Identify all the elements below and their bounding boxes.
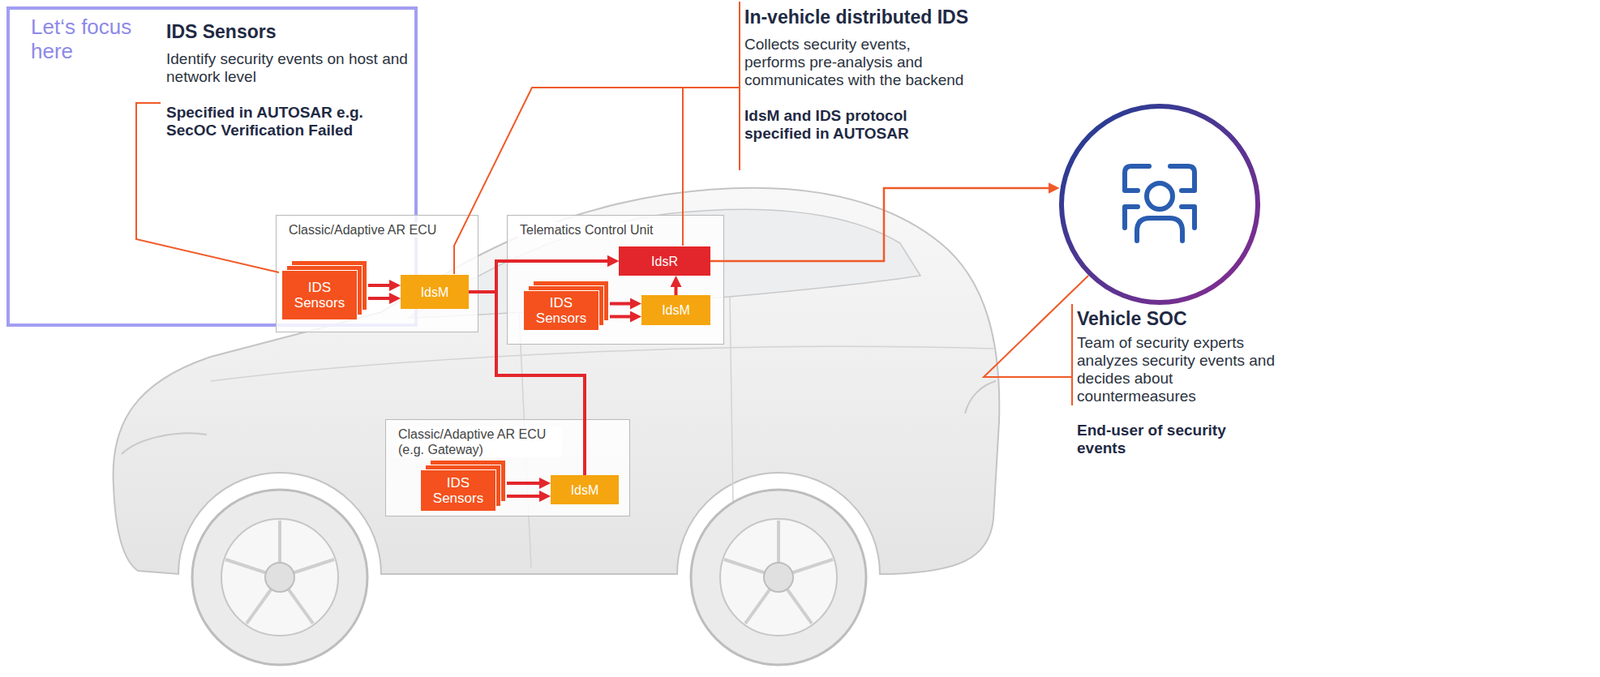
connector-line [506, 481, 545, 485]
analyst-icon [1124, 166, 1195, 241]
idsm-box: IdsM [550, 475, 619, 505]
node-title: IdsM [420, 284, 450, 301]
node-title: IdsR [651, 253, 678, 270]
node-title: IdsM [661, 302, 691, 318]
node-body: End-user of security events [1076, 421, 1276, 458]
soc-text-group: Vehicle SOC Team of security experts anal… [1076, 308, 1276, 458]
car-wheel [192, 489, 368, 665]
node-title: IDS Sensors [424, 475, 493, 507]
node-title: IdsM [570, 482, 600, 498]
icon-stroke [1136, 218, 1183, 241]
idsm-box: IdsM [400, 274, 469, 309]
callout-block: IDS SensorsIdentify security events on h… [166, 21, 410, 140]
connector-line [506, 494, 545, 498]
idsm-box: IdsM [641, 295, 711, 326]
ecu-box: Classic/Adaptive AR ECU IDS Sensors IdsM [275, 214, 479, 333]
wheel-hub [265, 562, 295, 592]
soc-ring [1061, 106, 1258, 303]
node-title: Classic/Adaptive AR ECU [287, 222, 438, 238]
icon-head [1146, 183, 1173, 210]
signal-connector [368, 285, 395, 299]
leader-line [983, 275, 1089, 378]
node-body: Team of security experts analyzes securi… [1076, 334, 1276, 406]
callout-text: IdsM and IDS protocol specified in AUTOS… [744, 107, 976, 143]
wheel-spokes [724, 520, 833, 624]
gateway-box: Classic/Adaptive AR ECU (e.g. Gateway) ID… [385, 419, 631, 517]
connector-line [368, 296, 395, 301]
icon-stroke [1124, 166, 1150, 191]
wheel-tyre [690, 489, 867, 665]
callout-block: In-vehicle distributed IDS Collects secur… [744, 6, 976, 143]
connector-line [496, 261, 614, 476]
callout-heading: IDS Sensors [166, 21, 410, 43]
signal-connector [609, 304, 636, 318]
callout-text: Collects security events, performs pre-a… [744, 35, 976, 90]
wheel-rim [221, 519, 339, 636]
signal-connector [468, 261, 614, 292]
connector-line [609, 302, 636, 306]
leader-line [738, 1, 741, 171]
idsr-box: IdsR [618, 246, 711, 276]
car-headlight [121, 433, 207, 455]
soc-circle: Vehicle SOCTeam of security experts anal… [1058, 102, 1262, 306]
connector-line [368, 283, 395, 288]
ids-sensor-stack: IDS Sensors [282, 270, 357, 320]
connector-line [710, 188, 1055, 262]
node-title: IDS Sensors [527, 295, 596, 327]
callout-heading: In-vehicle distributed IDS [744, 6, 976, 29]
signal-connector [710, 188, 1055, 262]
wheel-hub [763, 562, 794, 592]
connector-line [674, 281, 678, 296]
node-title: Let‘s focus here [30, 14, 153, 64]
node-title: IDS Sensors [285, 279, 354, 311]
leader-line [454, 87, 740, 275]
wheel-tyre [192, 489, 368, 665]
car-taillight [965, 381, 996, 414]
tcu-box: Telematics Control UnitIdsR IDS Sensors Id… [506, 214, 725, 345]
node-title: Vehicle SOC [1076, 308, 1276, 331]
ids-sensor-stack: IDS Sensors [420, 470, 496, 511]
callout-text: Specified in AUTOSAR e.g. SecOC Verifica… [166, 103, 410, 140]
car-wheel [690, 489, 867, 665]
wheel-rim [720, 519, 837, 636]
signal-connector [506, 483, 545, 497]
ids-sensor-stack: IDS Sensors [523, 291, 599, 331]
leader-line [1071, 304, 1073, 406]
node-title: Telematics Control Unit [518, 222, 656, 238]
leader-line [136, 102, 279, 273]
signal-connector [496, 261, 614, 476]
callout-text: Identify security events on host and net… [166, 50, 410, 86]
signal-connector [675, 281, 677, 296]
wheel-spokes [225, 520, 335, 624]
leader-line [682, 87, 684, 246]
connector-line [468, 261, 614, 292]
connector-line [609, 315, 636, 319]
icon-stroke [1170, 166, 1195, 191]
soc-circle-shape [1058, 102, 1262, 306]
node-title: Classic/Adaptive AR ECU (e.g. Gateway) [396, 426, 562, 458]
car-belt-line [210, 346, 994, 382]
